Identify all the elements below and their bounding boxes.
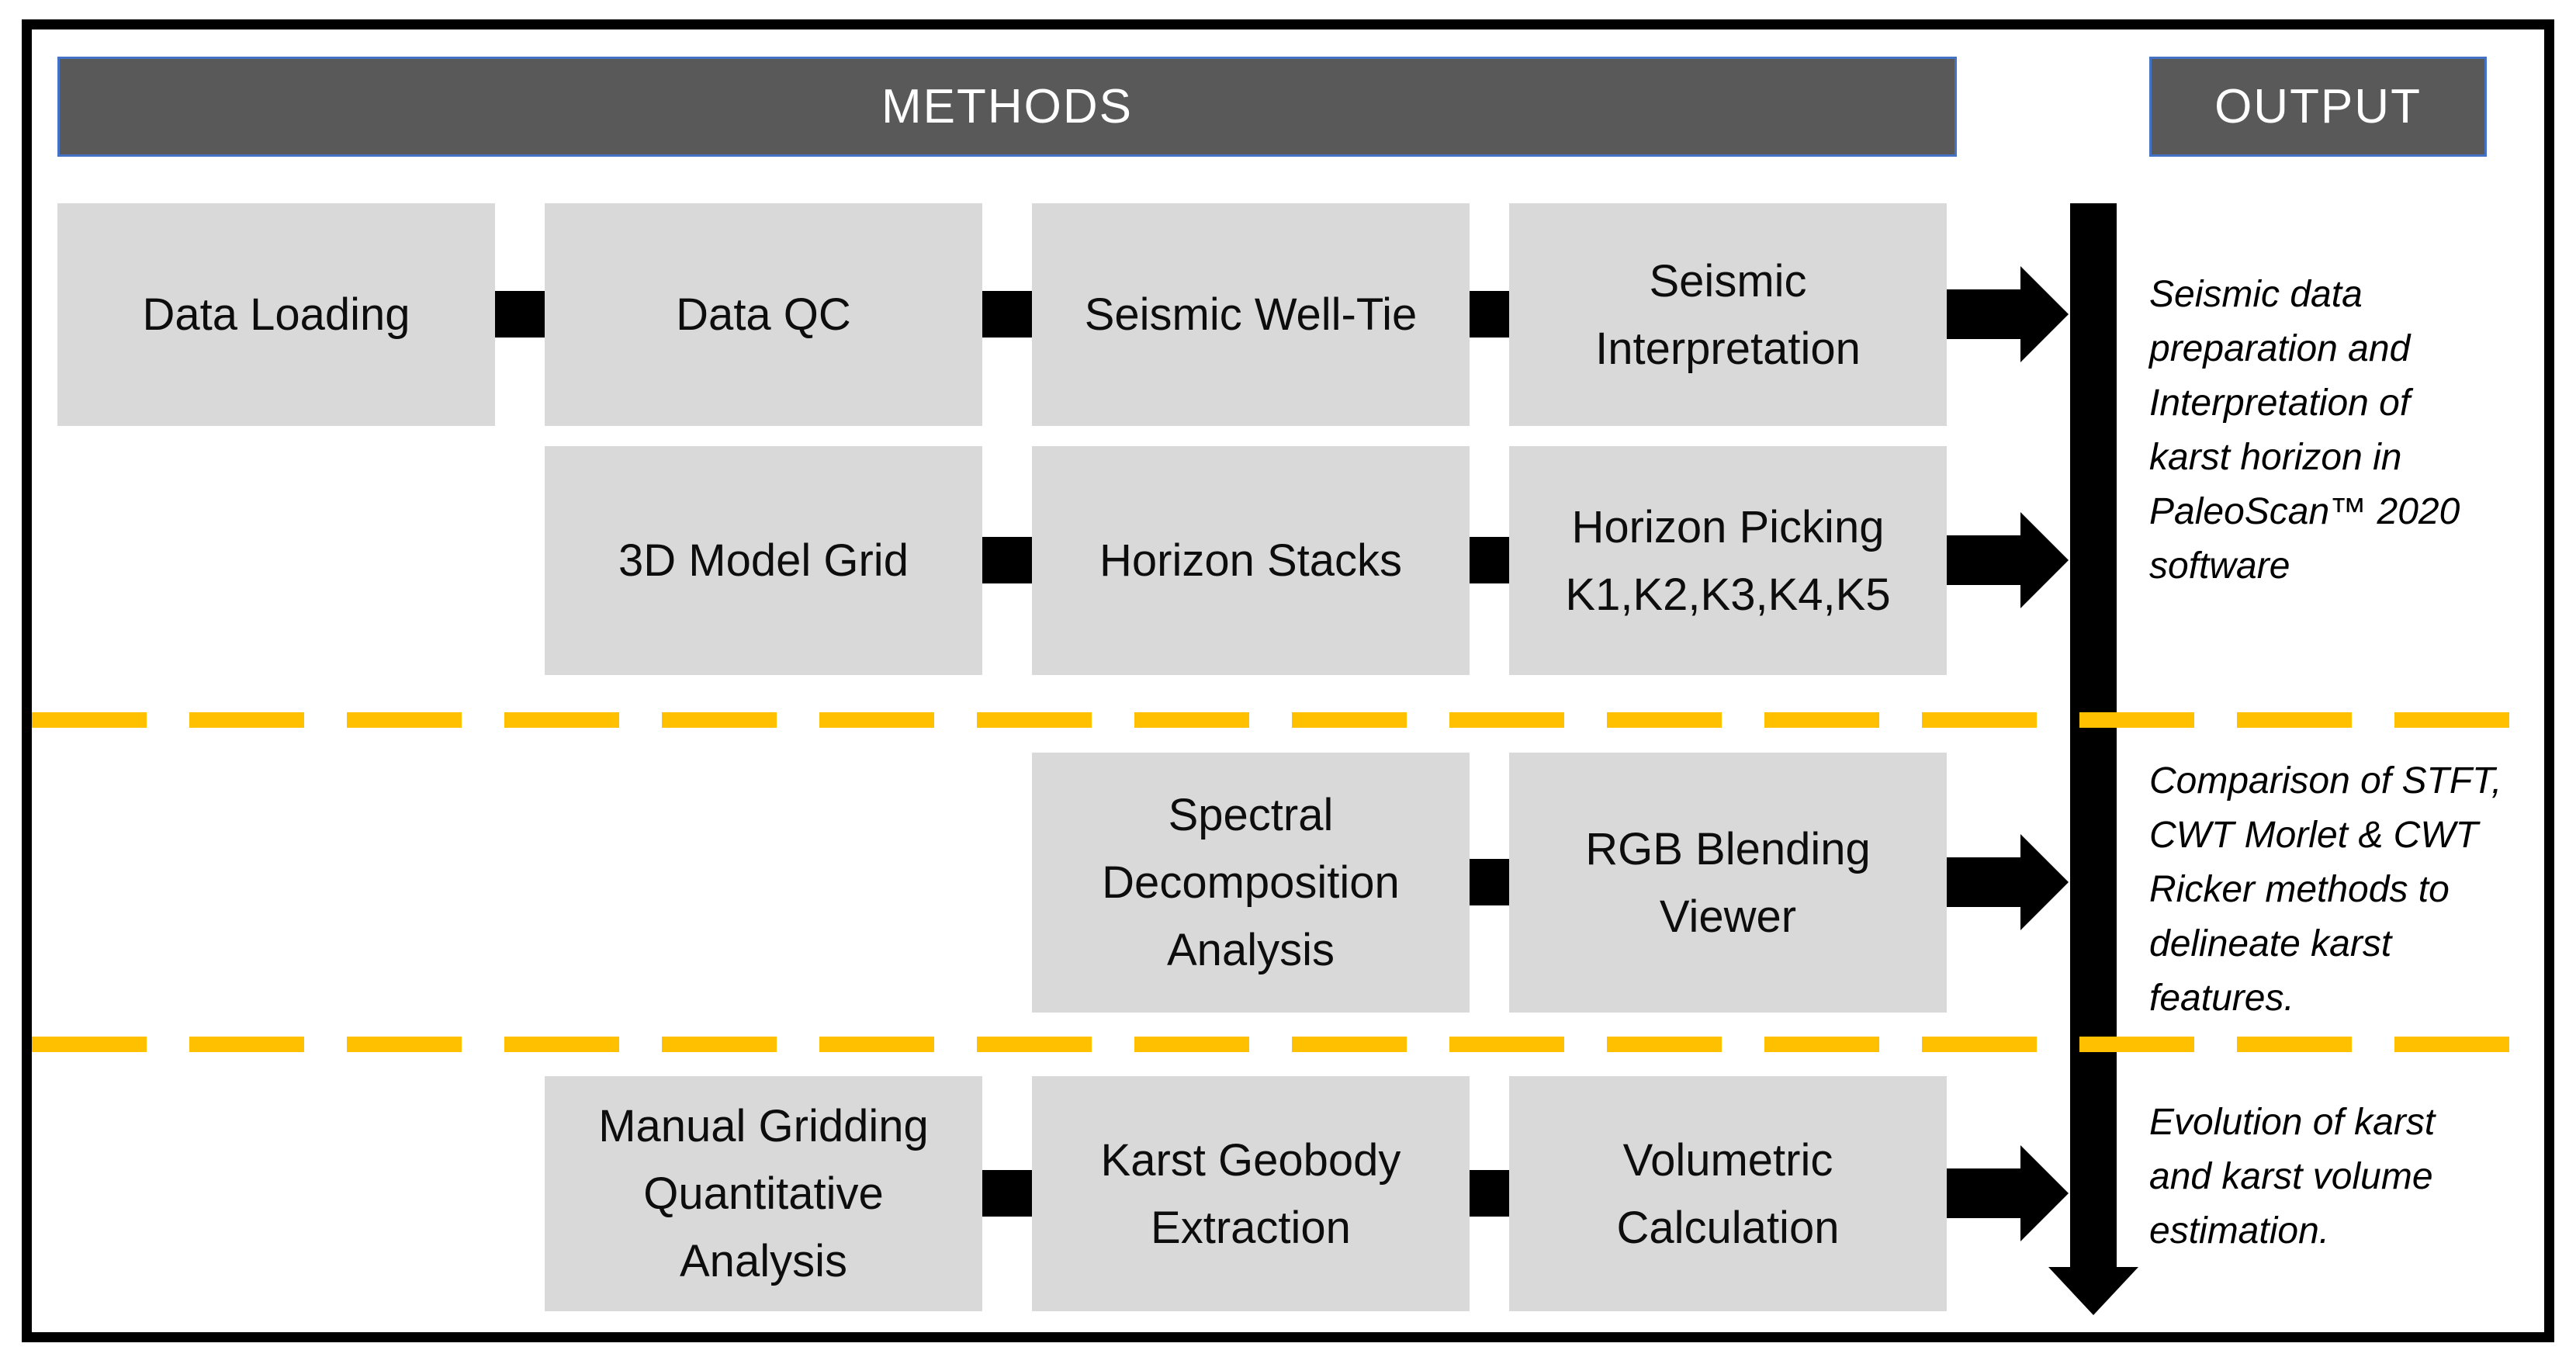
box-horizon-picking: Horizon Picking K1,K2,K3,K4,K5 [1509,446,1947,675]
output-header: OUTPUT [2149,57,2487,157]
box-karst-geobody-extraction: Karst Geobody Extraction [1032,1076,1470,1311]
connector-icon [982,537,1032,583]
arrow-right-icon [2020,1145,2069,1241]
arrow-right-icon [2020,512,2069,608]
connector-icon [1470,859,1509,905]
arrow-down-icon [2070,203,2117,1267]
connector-icon [495,291,545,338]
output-note-1: Seismic data preparation and Interpretat… [2149,274,2460,587]
box-manual-gridding: Manual Gridding Quantitative Analysis [545,1076,982,1311]
box-data-qc: Data QC [545,203,982,426]
arrow-down-icon [2048,1267,2138,1315]
box-spectral-decomposition: Spectral Decomposition Analysis [1032,753,1470,1013]
arrow-right-icon [1947,1168,2020,1218]
box-seismic-interpretation: Seismic Interpretation [1509,203,1947,426]
connector-icon [982,291,1032,338]
methods-header: METHODS [57,57,1957,157]
arrow-right-icon [1947,857,2020,907]
arrow-right-icon [2020,834,2069,930]
output-note-3: Evolution of karst and karst volume esti… [2149,1102,2436,1251]
arrow-right-icon [2020,266,2069,362]
connector-icon [1470,1170,1509,1217]
box-seismic-well-tie: Seismic Well-Tie [1032,203,1470,426]
stage-divider-dashed [32,1037,2544,1052]
connector-icon [982,1170,1032,1217]
box-data-loading: Data Loading [57,203,495,426]
output-note-2: Comparison of STFT, CWT Morlet & CWT Ric… [2149,760,2502,1019]
arrow-right-icon [1947,535,2020,585]
connector-icon [1470,291,1509,338]
box-horizon-stacks: Horizon Stacks [1032,446,1470,675]
box-3d-model-grid: 3D Model Grid [545,446,982,675]
arrow-right-icon [1947,289,2020,339]
box-volumetric-calculation: Volumetric Calculation [1509,1076,1947,1311]
stage-divider-dashed [32,712,2544,728]
connector-icon [1470,537,1509,583]
box-rgb-blending-viewer: RGB Blending Viewer [1509,753,1947,1013]
